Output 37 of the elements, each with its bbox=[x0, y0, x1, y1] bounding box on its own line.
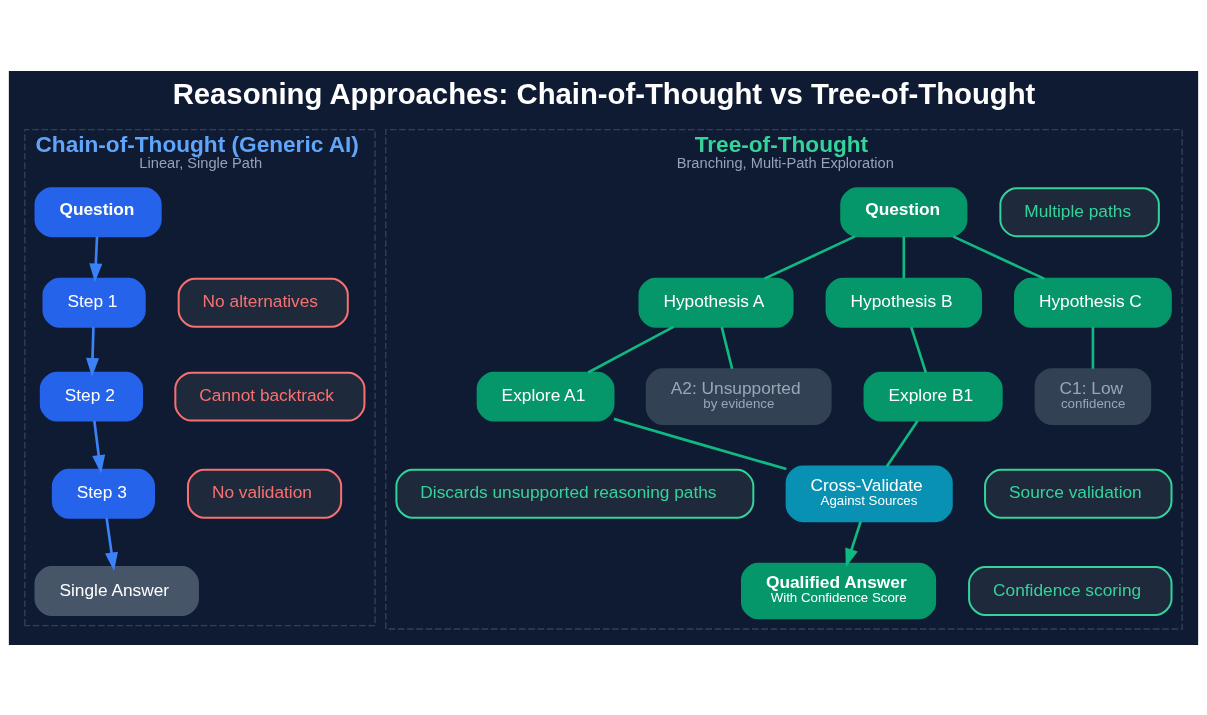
node-box: Question bbox=[840, 186, 968, 237]
arrow bbox=[89, 236, 103, 282]
connector bbox=[909, 326, 928, 373]
node-box: Confidence scoring bbox=[968, 565, 1173, 616]
connector bbox=[613, 417, 787, 470]
node-box: No validation bbox=[187, 468, 343, 519]
node-box: Hypothesis A bbox=[638, 277, 794, 328]
node-box: Cross-Validate Against Sources bbox=[785, 465, 953, 522]
connector bbox=[1091, 326, 1095, 369]
node-box: Explore B1 bbox=[863, 371, 1003, 422]
node-box: Hypothesis C bbox=[1014, 277, 1172, 328]
node-box: Discards unsupported reasoning paths bbox=[395, 468, 755, 519]
node-box: Question bbox=[34, 186, 162, 237]
connector bbox=[885, 419, 919, 467]
node-box: Qualified Answer With Confidence Score bbox=[741, 562, 937, 619]
connector bbox=[902, 236, 906, 278]
arrow bbox=[105, 517, 118, 571]
arrow bbox=[845, 520, 862, 567]
connector bbox=[720, 326, 734, 369]
diagram-title: Reasoning Approaches: Chain-of-Thought vs Tree-of-Thought bbox=[172, 76, 1036, 110]
node-box: Single Answer bbox=[34, 565, 199, 616]
node-box: Step 1 bbox=[42, 277, 146, 328]
node-box: Source validation bbox=[984, 468, 1173, 519]
arrow bbox=[86, 326, 100, 377]
arrow bbox=[92, 420, 106, 474]
node-box: Cannot backtrack bbox=[174, 371, 366, 422]
node-box: Explore A1 bbox=[476, 371, 615, 422]
node-box: Step 3 bbox=[51, 468, 155, 519]
node-box: A2: Unsupported by evidence bbox=[645, 367, 832, 425]
node-box: Multiple paths bbox=[999, 186, 1160, 237]
node-box: Step 2 bbox=[39, 371, 144, 422]
node-box: C1: Low confidence bbox=[1034, 367, 1152, 425]
connector bbox=[587, 325, 675, 374]
connector bbox=[764, 234, 856, 280]
connector bbox=[952, 234, 1045, 280]
node-box: No alternatives bbox=[177, 277, 349, 328]
node-box: Hypothesis B bbox=[825, 277, 983, 328]
